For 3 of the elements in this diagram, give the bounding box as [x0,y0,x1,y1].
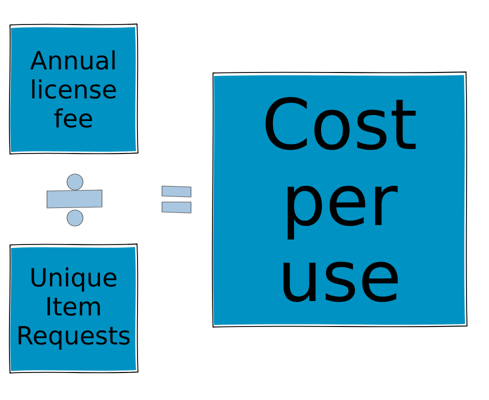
term-box: Unique Item Requests [8,244,138,374]
term-box: Cost per use [212,72,468,328]
term-box: Annual license fee [8,24,138,154]
